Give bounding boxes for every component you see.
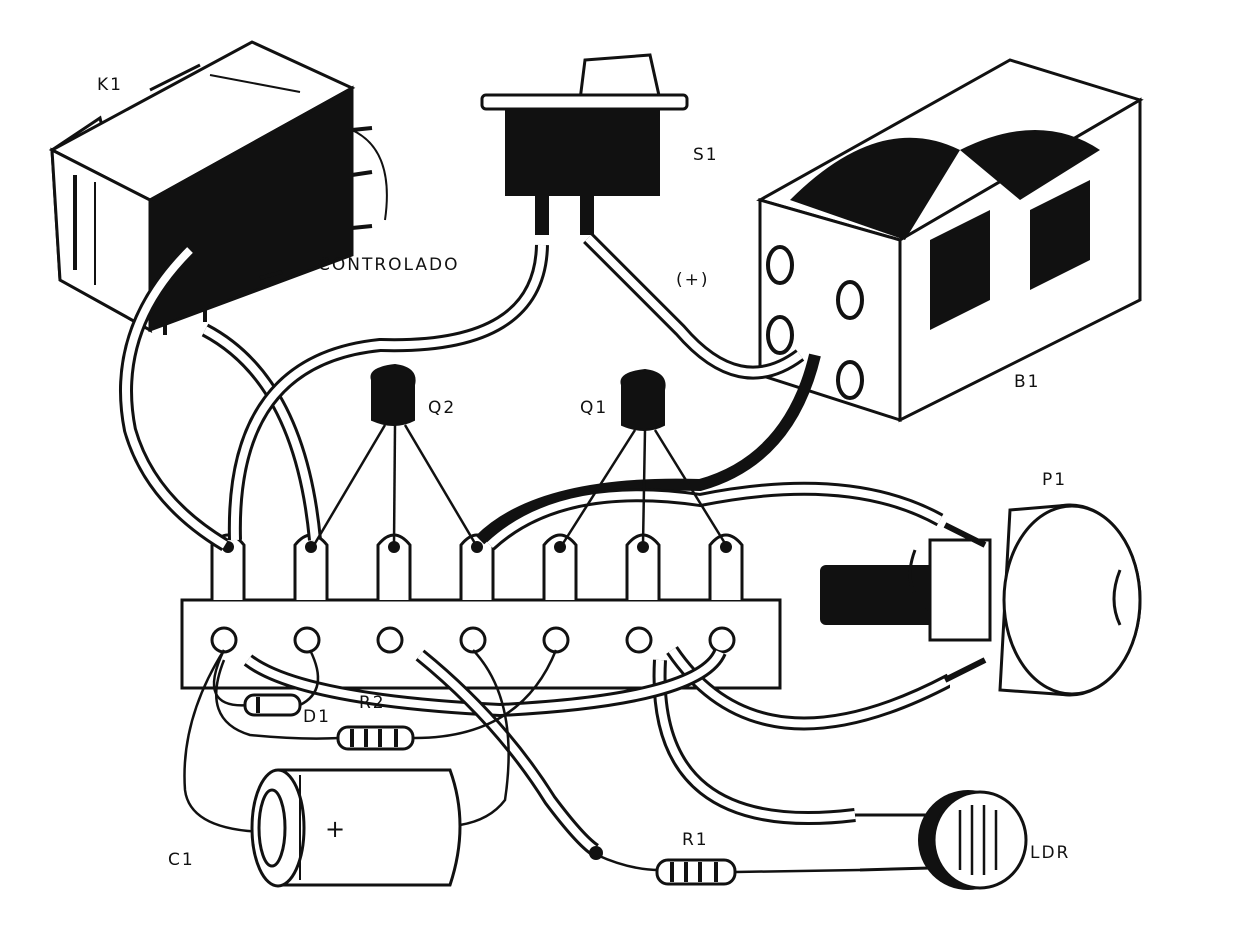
label-s1: S1 (693, 145, 719, 165)
capacitor-c1 (250, 768, 462, 888)
ldr-sensor (855, 790, 1028, 890)
thin-leads (183, 424, 861, 874)
terminal-strip (180, 533, 782, 690)
resistor-r2 (336, 725, 415, 751)
label-ldr: LDR (1030, 843, 1071, 863)
transistor-q2 (370, 363, 416, 426)
label-r2: R2 (359, 693, 386, 713)
terminal-lugs (210, 533, 744, 600)
potentiometer-p1 (820, 503, 1142, 697)
label-controlado: CONTROLADO (318, 255, 460, 275)
battery-holder-b1 (756, 58, 1144, 423)
label-plus-lead: (+) (676, 270, 710, 290)
relay-k1 (48, 40, 388, 335)
label-c1: C1 (168, 850, 195, 870)
label-b1: B1 (1014, 372, 1041, 392)
terminal-screws (210, 626, 736, 654)
label-k1: K1 (97, 75, 123, 95)
diode-d1 (243, 693, 302, 717)
label-d1: D1 (303, 707, 331, 727)
label-q1: Q1 (580, 398, 609, 418)
wires (119, 233, 954, 856)
label-cap-plus: + (325, 815, 348, 843)
label-p1: P1 (1042, 470, 1068, 490)
switch-s1 (480, 53, 689, 235)
label-q2: Q2 (428, 398, 457, 418)
transistor-q1 (620, 368, 666, 431)
label-r1: R1 (682, 830, 709, 850)
resistor-r1 (589, 846, 737, 886)
